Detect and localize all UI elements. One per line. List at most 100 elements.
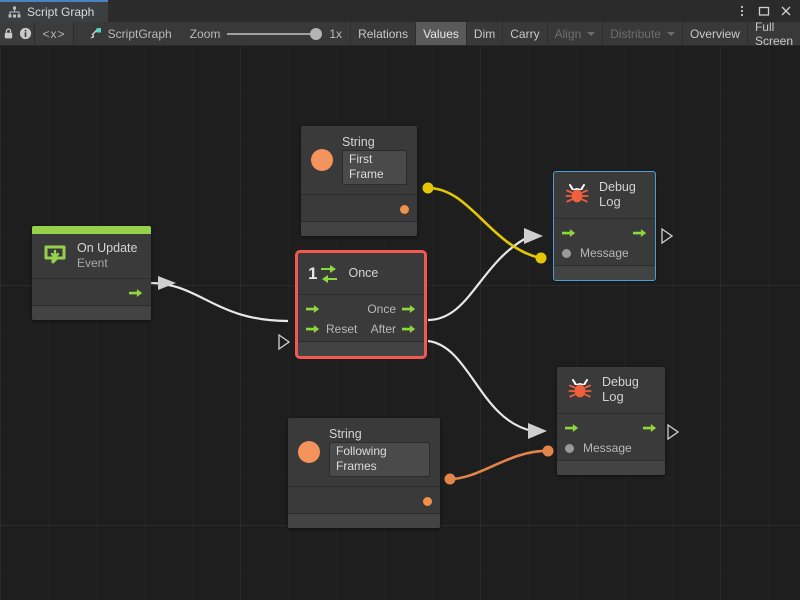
wire-string-following-frames — [444, 445, 554, 485]
port-label-message: Message — [583, 441, 632, 455]
zoom-slider-track — [227, 32, 323, 35]
kebab-menu-icon[interactable] — [732, 1, 752, 21]
chevron-down-icon — [587, 31, 596, 36]
button-distribute-label: Distribute — [610, 26, 661, 41]
info-icon[interactable] — [17, 22, 35, 45]
lock-icon[interactable] — [0, 22, 17, 45]
button-values-label: Values — [423, 26, 459, 41]
port-row-value-out[interactable] — [301, 199, 417, 219]
toolbar-buttons: Relations Values Dim Carry Align Distrib… — [350, 19, 800, 48]
value-out-port[interactable] — [400, 204, 409, 214]
zoom-slider-knob[interactable] — [310, 27, 323, 40]
node-header: Debug Log — [557, 367, 665, 413]
node-footer — [554, 265, 655, 280]
node-on-update[interactable]: On Update Event — [32, 226, 151, 320]
button-carry[interactable]: Carry — [502, 22, 546, 45]
port-row-enter-once[interactable]: Once — [298, 299, 424, 319]
node-ports: Message — [557, 413, 665, 460]
port-row-reset-after[interactable]: Reset After — [298, 319, 424, 339]
string-value-icon — [298, 441, 320, 463]
flow-out-arrow-icon[interactable] — [402, 323, 416, 335]
node-footer — [301, 221, 417, 236]
button-overview[interactable]: Overview — [681, 22, 747, 45]
flow-out-arrow-icon[interactable] — [633, 227, 647, 239]
flow-out-arrow-icon[interactable] — [402, 303, 416, 315]
node-footer — [298, 341, 424, 356]
tab-label: Script Graph — [27, 5, 95, 19]
button-full-screen-label: Full Screen — [754, 19, 793, 48]
port-label-after: After — [370, 322, 396, 336]
port-row-value-out[interactable] — [288, 491, 440, 511]
port-row-flow[interactable] — [557, 418, 665, 438]
node-ports: Message — [554, 218, 655, 265]
node-subtitle: Event — [77, 256, 108, 270]
node-subtitle: Log — [602, 389, 624, 404]
event-update-icon — [42, 241, 68, 270]
wire-string-first-frame — [422, 182, 547, 264]
flow-in-arrow-icon[interactable] — [306, 323, 320, 335]
toolbar: <x> ScriptGraph Zoom 1x Relations Values… — [0, 19, 800, 48]
flow-in-arrow-icon[interactable] — [306, 303, 320, 315]
button-relations[interactable]: Relations — [350, 22, 415, 45]
graph-name-display[interactable]: ScriptGraph — [82, 22, 182, 45]
once-loop-icon: 1 — [308, 262, 339, 284]
button-overview-label: Overview — [689, 26, 740, 41]
debug-log-bottom-output-connector-icon[interactable] — [667, 424, 679, 440]
graph-icon — [8, 6, 21, 19]
zoom-value: 1x — [329, 26, 343, 41]
port-row-trigger-out[interactable] — [32, 283, 151, 303]
once-reset-input-connector-icon[interactable] — [278, 334, 290, 350]
port-row-message[interactable]: Message — [554, 243, 655, 263]
code-view-button[interactable]: <x> — [34, 22, 74, 45]
button-dim[interactable]: Dim — [465, 22, 502, 45]
string-value-field[interactable]: Following Frames — [329, 442, 430, 477]
graph-canvas[interactable]: On Update Event String First Frame — [0, 46, 800, 600]
wire-once-to-debuglog-bottom — [427, 339, 547, 439]
node-subtitle: Log — [599, 194, 621, 209]
node-title: String — [342, 135, 375, 149]
value-out-port[interactable] — [423, 496, 432, 506]
node-footer — [557, 460, 665, 475]
scriptgraph-icon — [88, 27, 101, 40]
node-debug-log-top[interactable]: Debug Log Message — [553, 171, 656, 281]
node-title: Debug — [602, 375, 639, 389]
node-header: String First Frame — [301, 126, 417, 194]
wire-onupdate-to-once — [149, 276, 289, 323]
zoom-control[interactable]: Zoom 1x — [182, 22, 350, 45]
flow-out-arrow-icon[interactable] — [643, 422, 657, 434]
flow-out-arrow-icon[interactable] — [129, 287, 143, 299]
port-row-message[interactable]: Message — [557, 438, 665, 458]
button-distribute[interactable]: Distribute — [602, 22, 682, 45]
port-row-flow[interactable] — [554, 223, 655, 243]
node-string-first-frame[interactable]: String First Frame — [301, 126, 417, 236]
button-values[interactable]: Values — [415, 22, 466, 45]
message-in-port[interactable] — [562, 248, 571, 258]
node-once[interactable]: 1 Once Once — [295, 250, 427, 359]
port-label-once: Once — [367, 302, 396, 316]
node-header: 1 Once — [298, 253, 424, 294]
node-ports — [32, 278, 151, 305]
button-align[interactable]: Align — [546, 22, 603, 45]
node-ports — [288, 486, 440, 513]
chevron-down-icon — [666, 31, 675, 36]
message-in-port[interactable] — [565, 443, 574, 453]
node-header: Debug Log — [554, 172, 655, 218]
port-label-message: Message — [580, 246, 629, 260]
node-title: String — [329, 427, 362, 441]
close-icon[interactable] — [776, 1, 796, 21]
zoom-slider[interactable] — [227, 26, 323, 42]
node-accent-bar — [32, 226, 151, 234]
bug-icon — [567, 375, 593, 404]
flow-in-arrow-icon[interactable] — [565, 422, 579, 434]
button-relations-label: Relations — [358, 26, 409, 41]
flow-in-arrow-icon[interactable] — [562, 227, 576, 239]
node-ports: Once Reset After — [298, 294, 424, 341]
button-full-screen[interactable]: Full Screen — [746, 19, 800, 48]
maximize-icon[interactable] — [754, 1, 774, 21]
node-header: String Following Frames — [288, 418, 440, 486]
node-debug-log-bottom[interactable]: Debug Log Message — [557, 367, 665, 475]
string-value-field[interactable]: First Frame — [342, 150, 407, 185]
node-string-following-frames[interactable]: String Following Frames — [288, 418, 440, 528]
tab-script-graph[interactable]: Script Graph — [0, 0, 109, 22]
debug-log-top-output-connector-icon[interactable] — [661, 228, 673, 244]
